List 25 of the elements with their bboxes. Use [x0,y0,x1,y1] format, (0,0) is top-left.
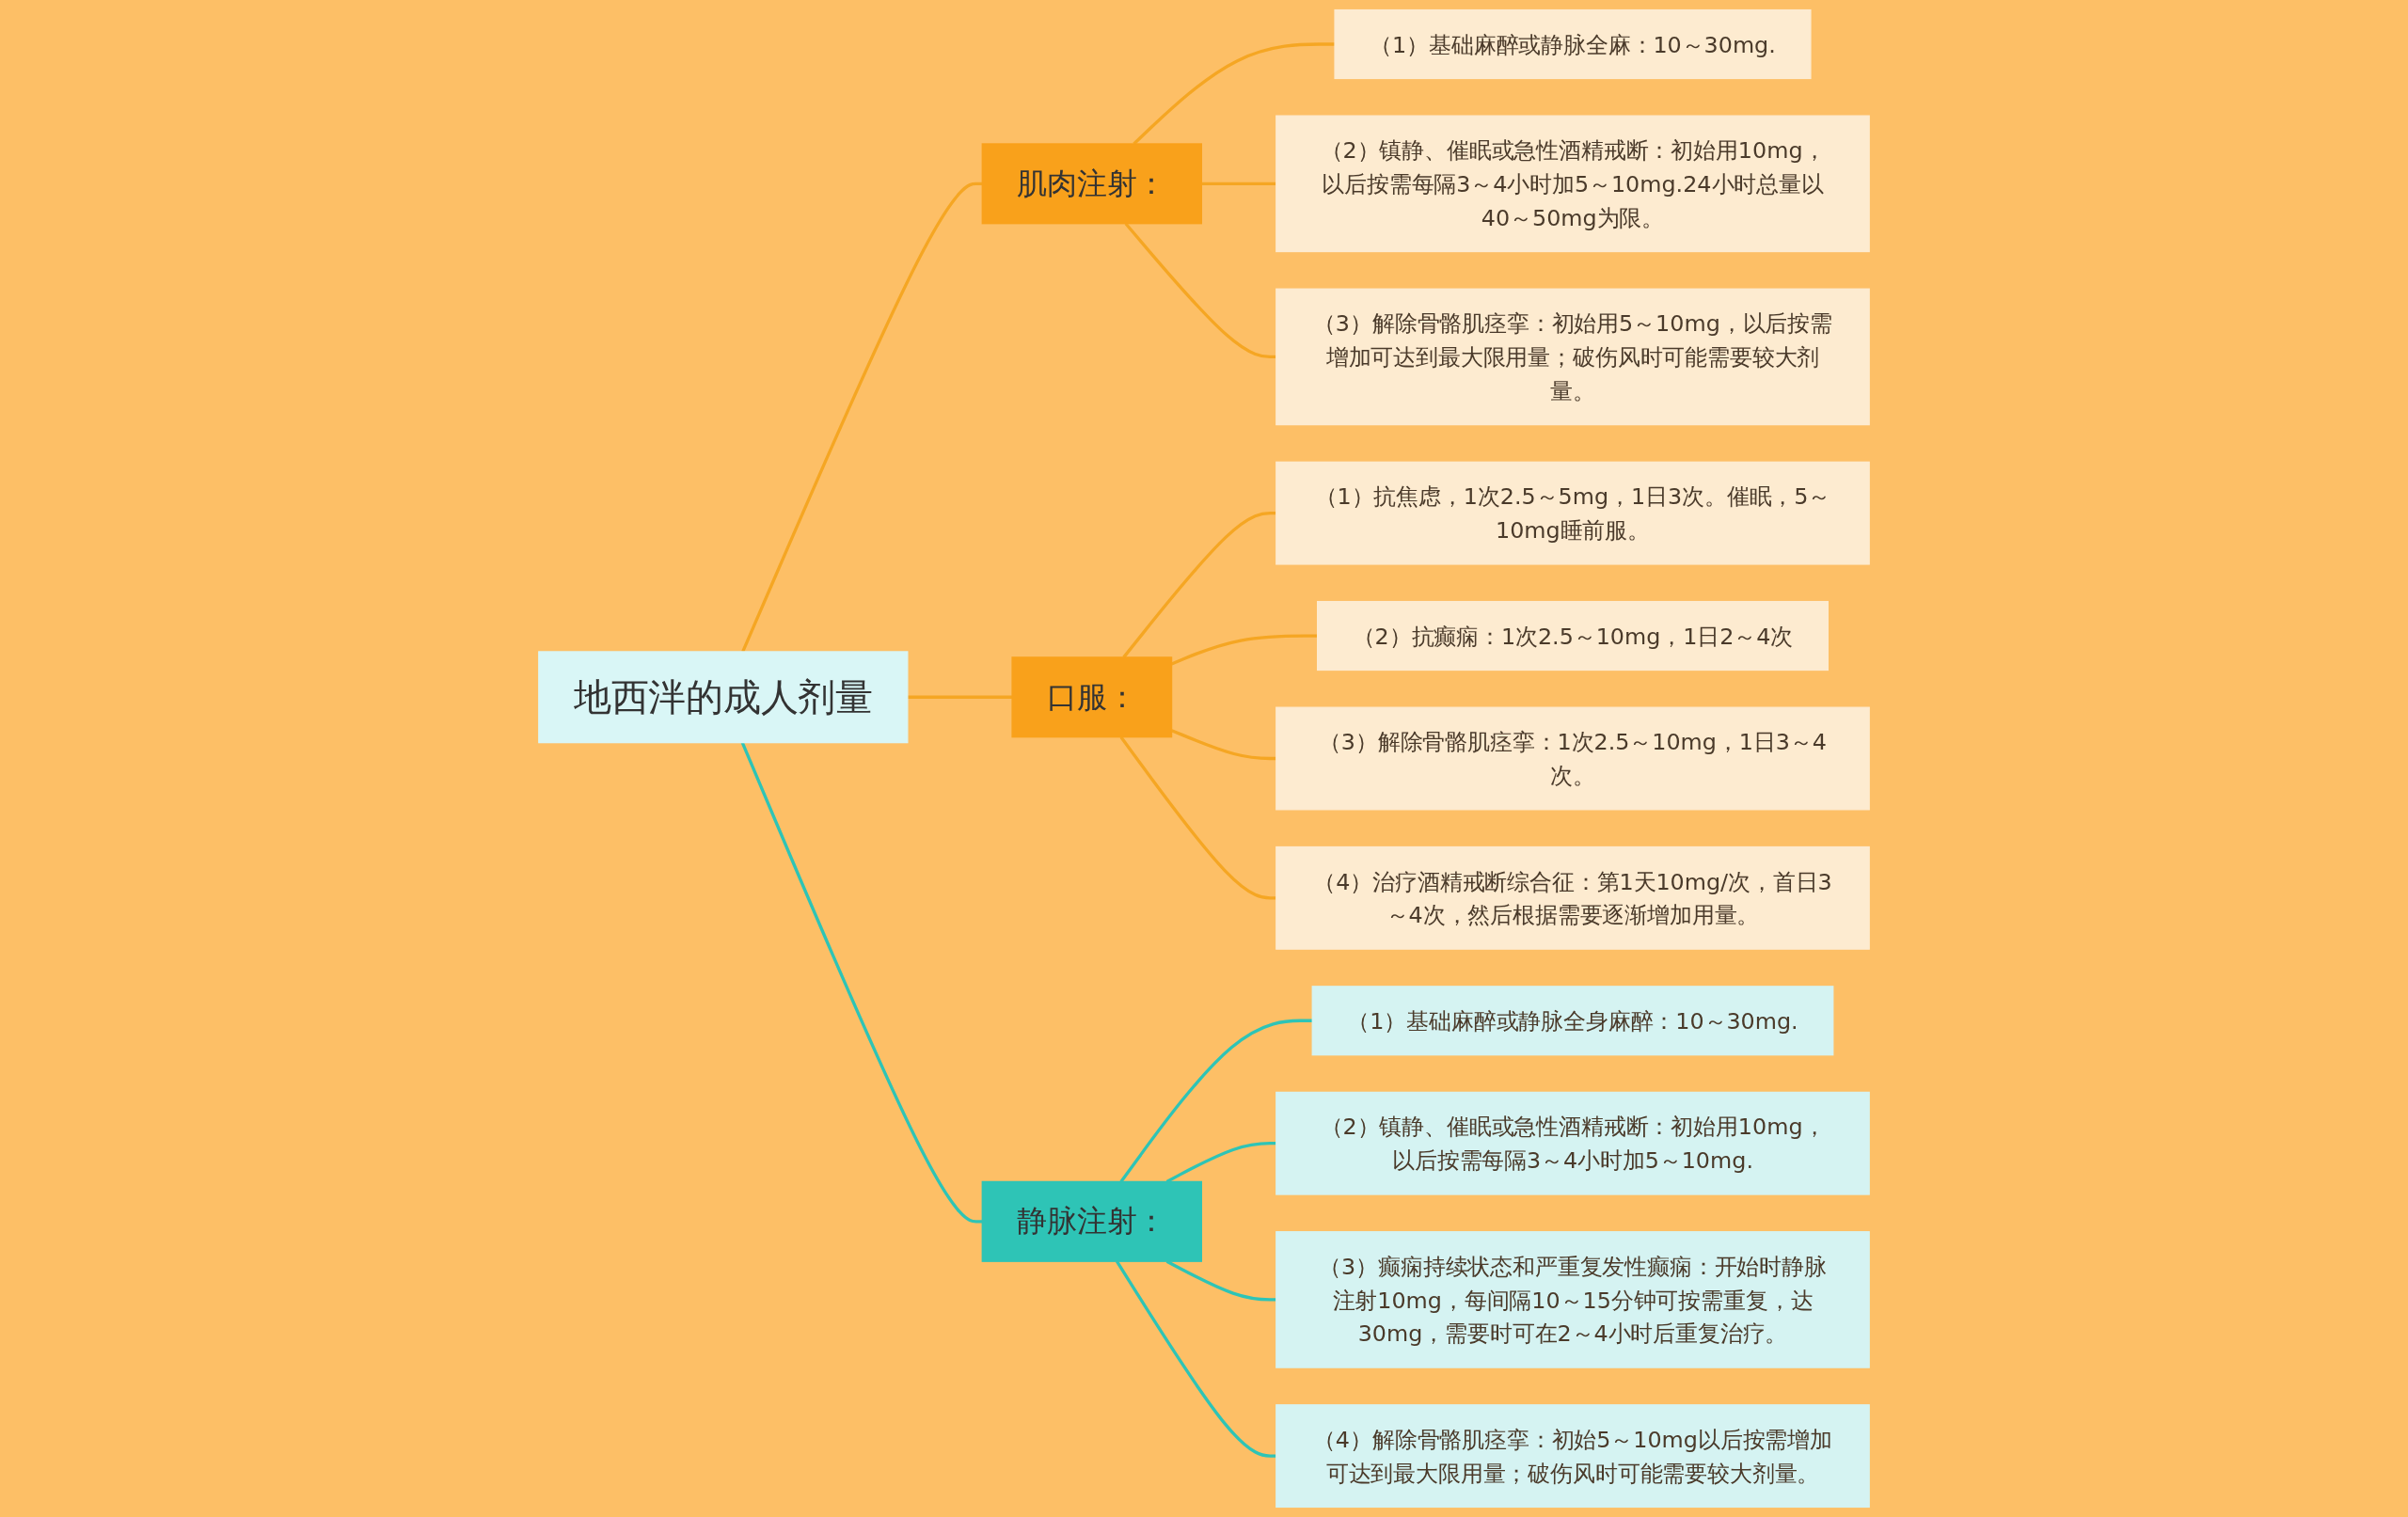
node-box: 地西泮的成人剂量 [538,651,909,744]
node-box: （1）基础麻醉或静脉全麻：10～30mg. [1334,8,1812,80]
connector [907,695,1013,699]
connector [741,182,983,653]
node-box: 肌肉注射： [981,143,1202,225]
connector [1122,511,1276,658]
connector [1119,735,1276,900]
connector [1115,1260,1276,1458]
node-box: （2）抗癫痫：1次2.5～10mg，1日2～4次 [1317,601,1829,672]
node-box: （2）镇静、催眠或急性酒精戒断：初始用10mg，以后按需每隔3～4小时加5～10mg. [1275,1091,1870,1195]
connector [1165,1142,1276,1183]
connector [1124,222,1276,359]
connector [740,741,983,1224]
node-box: （1）基础麻醉或静脉全身麻醉：10～30mg. [1311,986,1834,1056]
node-box: （1）抗焦虑，1次2.5～5mg，1日3次。催眠，5～10mg睡前服。 [1275,461,1870,565]
node-box: 口服： [1011,656,1173,738]
node-box: （4）解除骨骼肌痉挛：初始5～10mg以后按需增加可达到最大限用量；破伤风时可能需要较大剂量。 [1275,1404,1870,1509]
node-box: （3）癫痫持续状态和严重复发性癫痫：开始时静脉注射10mg，每间隔10～15分钟可按需重复，达30mg，需要时可在2～4小时后重复治疗。 [1275,1231,1870,1368]
node-box: （3）解除骨骼肌痉挛：1次2.5～10mg，1日3～4次。 [1275,706,1870,811]
node-box: （3）解除骨骼肌痉挛：初始用5～10mg，以后按需增加可达到最大限用量；破伤风时可能需要较大剂量。 [1275,288,1870,426]
connector [1201,182,1276,185]
connector [1119,1019,1313,1183]
node-box: （2）镇静、催眠或急性酒精戒断：初始用10mg，以后按需每隔3～4小时加5～10mg.24小时总量以40～50mg为限。 [1275,115,1870,253]
node-box: 静脉注射： [981,1180,1202,1262]
node-box: （4）治疗酒精戒断综合征：第1天10mg/次，首日3～4次，然后根据需要逐渐增加用量。 [1275,845,1870,950]
